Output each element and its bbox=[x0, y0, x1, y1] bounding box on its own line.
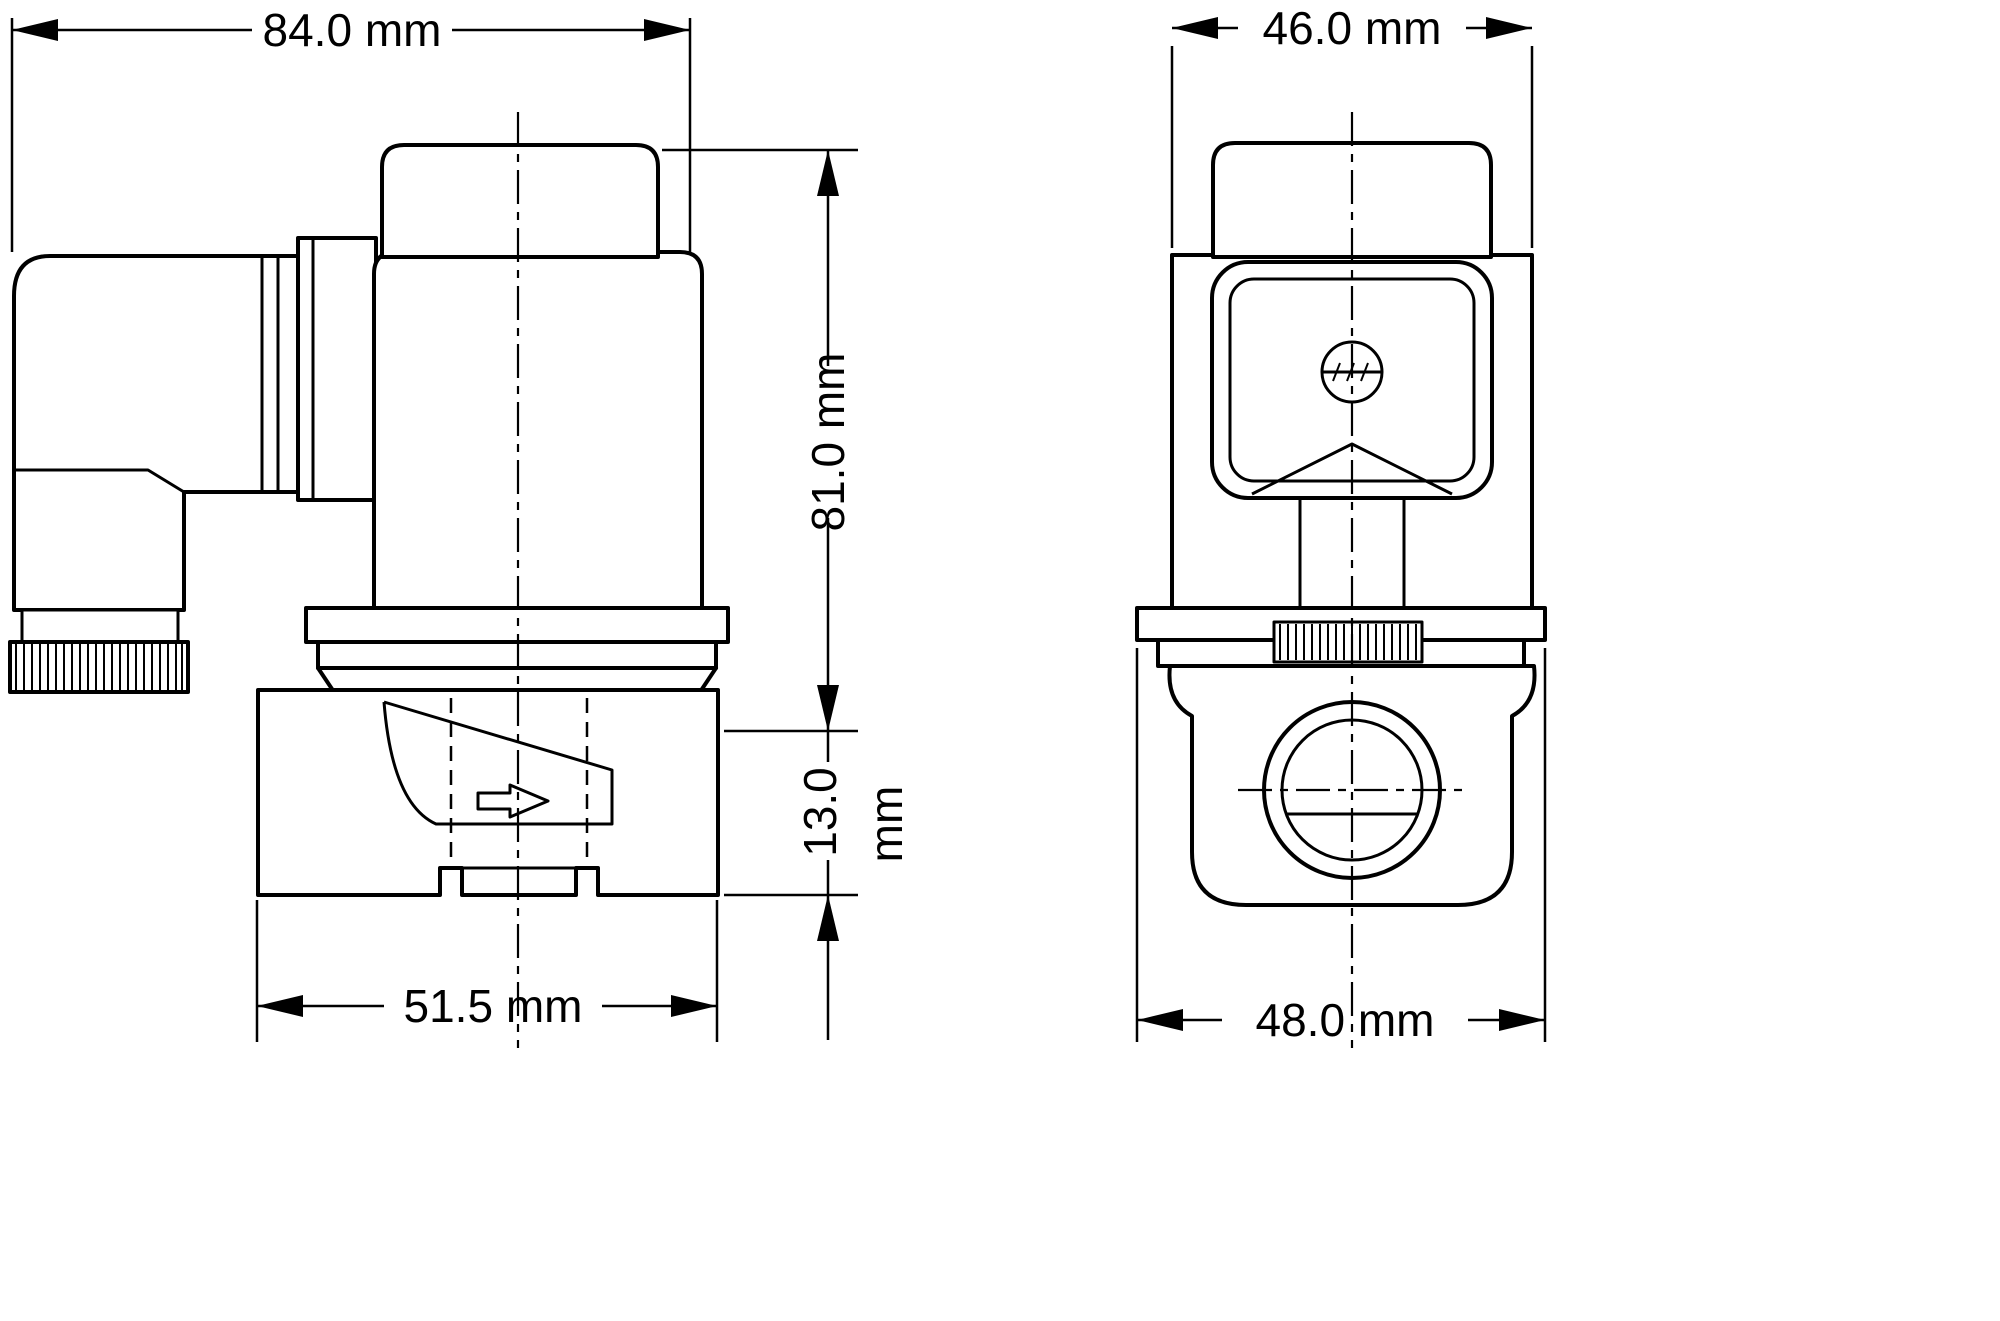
extension-line bbox=[1135, 648, 1547, 1042]
dim-label-body-width: 51.5 mm bbox=[404, 980, 583, 1032]
arrowhead-down bbox=[817, 685, 839, 731]
mounting-plate bbox=[296, 236, 378, 502]
cable-gland-band bbox=[20, 608, 180, 644]
knurled-ring-hatch bbox=[1279, 624, 1417, 660]
arrowhead-right bbox=[671, 995, 717, 1017]
dim-bottom-width: 48.0 mm bbox=[1135, 648, 1547, 1046]
din-connector-inner-line bbox=[14, 468, 185, 494]
arrowhead-right bbox=[644, 19, 690, 41]
extension-line bbox=[1170, 46, 1534, 248]
dim-body-width: 51.5 mm bbox=[255, 900, 719, 1042]
coil-body bbox=[372, 250, 704, 612]
front-view: 46.0 mm 48.0 mm bbox=[1135, 2, 1547, 1048]
arrowhead-left bbox=[1137, 1009, 1183, 1031]
cable-gland-knurl bbox=[8, 640, 190, 694]
dim-label-top-width: 46.0 mm bbox=[1263, 2, 1442, 54]
din-connector bbox=[12, 254, 300, 612]
side-view: 84.0 mm 81.0 mm 13.0 mm 51.5 mm bbox=[8, 4, 912, 1048]
arrowhead-up bbox=[817, 895, 839, 941]
connector-gasket-lines bbox=[260, 256, 280, 492]
dim-overall-width: 84.0 mm bbox=[10, 4, 692, 252]
arrowhead-left bbox=[257, 995, 303, 1017]
arrowhead-left bbox=[1172, 17, 1218, 39]
arrowhead-left bbox=[12, 19, 58, 41]
top-cap bbox=[380, 143, 660, 259]
dim-label-overall-width: 84.0 mm bbox=[263, 4, 442, 56]
extension-line bbox=[255, 900, 719, 1042]
dim-label-port-height-unit: mm bbox=[860, 786, 912, 863]
valve-seat-lines bbox=[382, 700, 614, 826]
extension-line bbox=[662, 148, 858, 897]
dim-label-port-height-value: 13.0 bbox=[794, 767, 846, 857]
dim-port-height: 13.0 mm bbox=[794, 731, 912, 1040]
arrowhead-right bbox=[1486, 17, 1532, 39]
knurled-ring bbox=[1272, 620, 1424, 664]
dim-label-bottom-width: 48.0 mm bbox=[1256, 994, 1435, 1046]
extension-line bbox=[10, 18, 692, 252]
connector-neck-lines bbox=[1298, 498, 1406, 608]
arrowhead-right bbox=[1499, 1009, 1545, 1031]
dim-top-width: 46.0 mm bbox=[1170, 2, 1534, 248]
flow-direction-arrow-icon bbox=[476, 783, 550, 819]
dim-label-coil-height: 81.0 mm bbox=[802, 353, 854, 532]
dim-coil-height: 81.0 mm bbox=[662, 148, 858, 897]
cable-gland-knurl-hatch bbox=[15, 644, 183, 690]
arrowhead-up bbox=[817, 150, 839, 196]
hidden-bore-lines bbox=[449, 698, 589, 866]
